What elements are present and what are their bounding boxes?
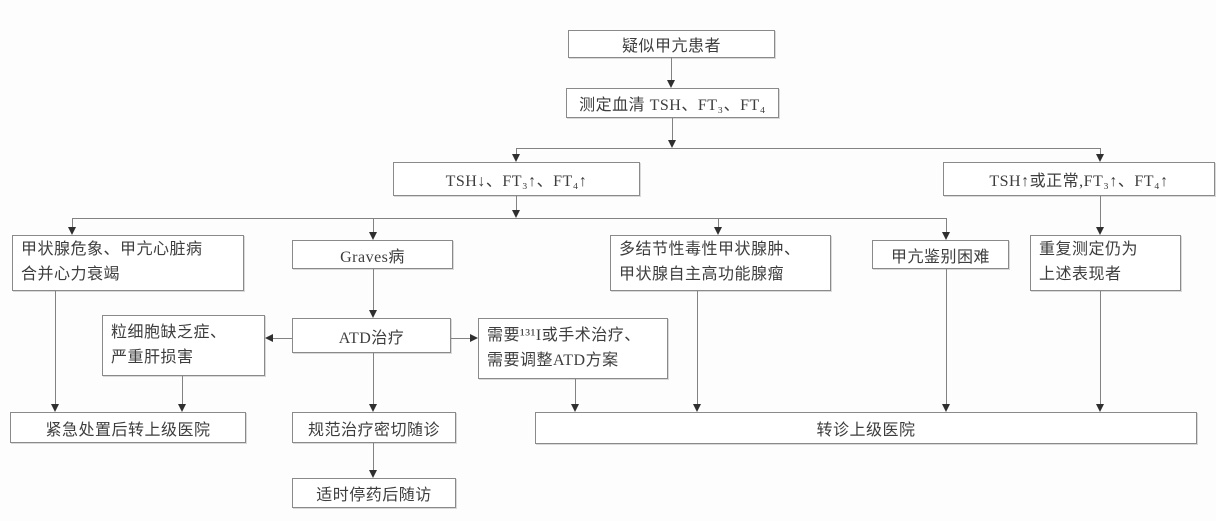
connector-drop-tsh-high	[1100, 148, 1101, 155]
arrowhead-down-icon	[369, 232, 377, 240]
connector-agranulocytosis-to-emergency	[182, 376, 183, 404]
node-tsh-high-or-normal: TSH↑或正常,FT₃↑、FT₄↑	[943, 162, 1215, 196]
arrowhead-down-icon	[1096, 154, 1104, 162]
node-stop-medication-followup: 适时停药后随访	[292, 478, 456, 508]
arrowhead-down-icon	[693, 404, 701, 412]
node-emergency-transfer: 紧急处置后转上级医院	[10, 412, 246, 443]
connector-tshlow-to-split	[516, 196, 517, 211]
connector-standard-to-stop	[373, 443, 374, 470]
connector-repeat-to-refer	[1100, 291, 1101, 404]
connector-split-level4	[72, 218, 947, 219]
arrowhead-down-icon	[369, 404, 377, 412]
connector-drop-tsh-low	[516, 148, 517, 155]
connector-drop-nodular	[718, 218, 719, 228]
connector-measure-to-split	[672, 118, 673, 140]
arrowhead-down-icon	[1096, 227, 1104, 235]
arrowhead-down-icon	[714, 227, 722, 235]
connector-atd-to-need-i131	[451, 338, 471, 339]
connector-atd-to-standard	[373, 353, 374, 404]
arrowhead-down-icon	[1096, 404, 1104, 412]
arrowhead-down-icon	[667, 80, 675, 88]
connector-drop-graves	[373, 218, 374, 233]
node-standard-treatment-followup: 规范治疗密切随诊	[292, 412, 456, 443]
arrowhead-down-icon	[178, 404, 186, 412]
arrowhead-left-icon	[265, 334, 273, 342]
node-refer-superior-hospital: 转诊上级医院	[535, 412, 1197, 444]
node-atd-treatment: ATD治疗	[292, 318, 451, 353]
connector-crisis-to-emergency	[55, 291, 56, 404]
node-graves-disease: Graves病	[292, 240, 453, 269]
node-toxic-nodular-goiter: 多结节性毒性甲状腺肿、 甲状腺自主高功能腺瘤	[610, 235, 831, 291]
node-repeat-measure: 重复测定仍为 上述表现者	[1030, 235, 1181, 291]
node-tsh-low-ft-high: TSH↓、FT₃↑、FT₄↑	[393, 162, 640, 196]
connector-graves-to-atd	[373, 269, 374, 311]
node-thyroid-crisis: 甲状腺危象、甲亢心脏病 合并心力衰竭	[12, 235, 244, 291]
connector-tshhigh-to-repeat	[1100, 196, 1101, 228]
arrowhead-down-icon	[571, 404, 579, 412]
connector-drop-crisis	[72, 218, 73, 228]
node-measure-serum: 测定血清 TSH、FT₃、FT₄	[566, 88, 779, 118]
node-difficult-diagnosis: 甲亢鉴别困难	[872, 240, 1009, 269]
arrowhead-down-icon	[369, 310, 377, 318]
connector-atd-to-agranulocytosis	[273, 338, 292, 339]
connector-difficult-to-refer	[946, 269, 947, 404]
connector-nodular-to-refer	[697, 291, 698, 404]
arrowhead-down-icon	[512, 210, 520, 218]
node-need-i131-or-surgery: 需要¹³¹I或手术治疗、 需要调整ATD方案	[478, 318, 668, 379]
node-agranulocytosis: 粒细胞缺乏症、 严重肝损害	[102, 315, 265, 376]
connector-need-to-refer	[575, 379, 576, 404]
connector-drop-difficult	[946, 218, 947, 233]
arrowhead-down-icon	[369, 470, 377, 478]
arrowhead-down-icon	[512, 154, 520, 162]
node-suspected-patient: 疑似甲亢患者	[568, 30, 775, 58]
arrowhead-down-icon	[51, 404, 59, 412]
arrowhead-down-icon	[68, 227, 76, 235]
arrowhead-down-icon	[668, 140, 676, 148]
arrowhead-right-icon	[470, 334, 478, 342]
arrowhead-down-icon	[942, 232, 950, 240]
arrowhead-down-icon	[942, 404, 950, 412]
connector-suspected-to-measure	[671, 57, 672, 80]
connector-split-level3	[516, 148, 1101, 149]
